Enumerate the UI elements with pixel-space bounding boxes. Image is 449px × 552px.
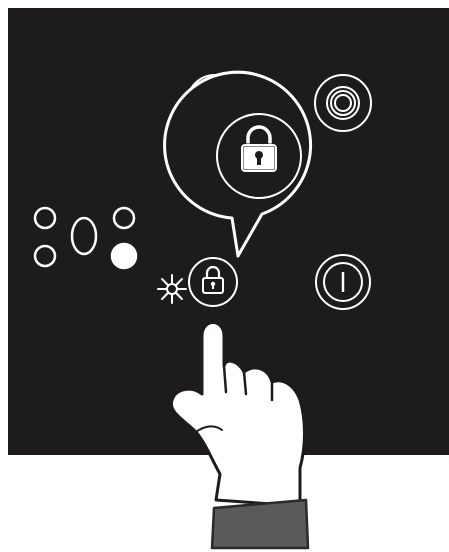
power-button[interactable] xyxy=(316,255,370,309)
indicator-light xyxy=(112,244,136,268)
blinking-light-icon xyxy=(158,275,186,303)
sleeve xyxy=(212,500,308,548)
